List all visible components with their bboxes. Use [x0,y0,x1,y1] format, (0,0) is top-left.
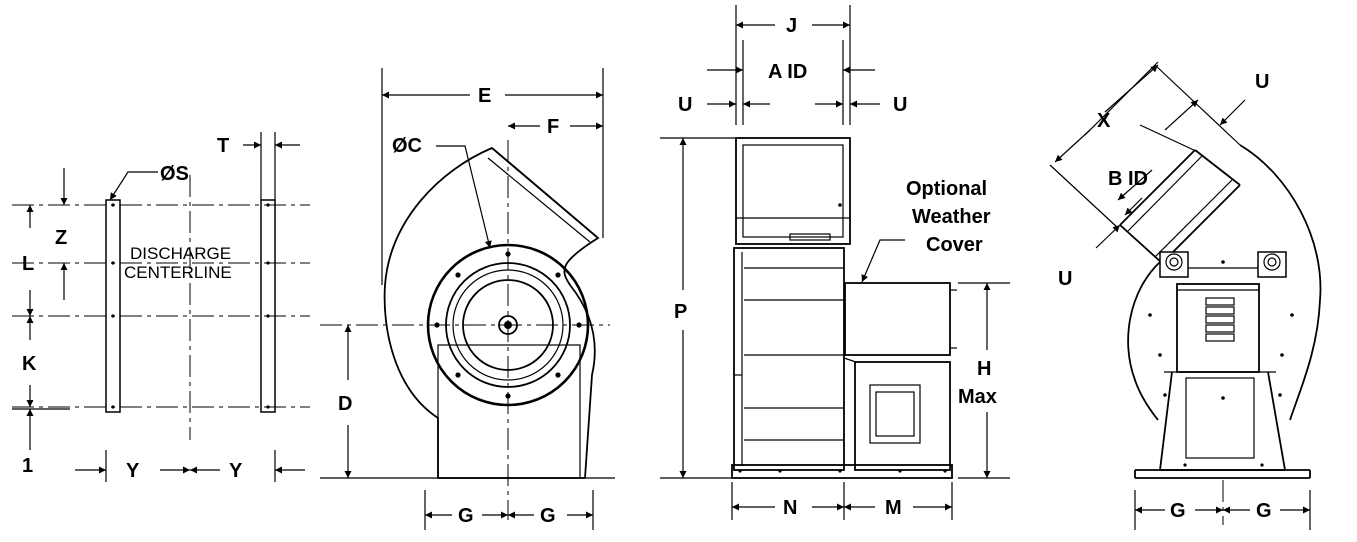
centerline-text-2: CENTERLINE [124,263,232,282]
side-view: E F ØC D G G [320,68,615,530]
lifting-lug-right [1257,251,1287,278]
j-label: J [786,15,797,37]
one-label: 1 [22,455,33,477]
u-right-label: U [893,94,907,116]
h-label: H [977,358,991,380]
e-label: E [478,85,491,107]
flange-detail: ØS T Z L K 1 Y Y DISCHARGE CENTERLINE [12,132,310,482]
m-label: M [885,497,902,519]
u-top-label: U [1255,71,1269,93]
weather-cover-label-3: Cover [926,234,983,256]
n-label: N [783,497,797,519]
rear-outlet-duct [1119,149,1241,264]
u-left-label: U [678,94,692,116]
front-view: J A ID U U P H Max Optional Weather Cove… [660,5,1010,520]
scroll-housing [383,146,600,479]
u-bottom-label: U [1058,268,1072,290]
front-base [731,464,953,479]
f-label: F [547,116,559,138]
weather-cover-label-2: Weather [912,206,991,228]
diameter-c-label: ØC [392,135,422,157]
d-label: D [338,393,352,415]
g-left-label: G [1170,500,1186,522]
fan-housing-body [733,247,845,471]
g-right-label: G [1256,500,1272,522]
weather-cover-label-1: Optional [906,178,987,200]
pedestal [437,344,581,479]
flange-bar-right [260,199,276,413]
lifting-lug-left [1159,251,1189,278]
p-label: P [674,301,687,323]
diameter-s-label: ØS [160,163,189,185]
l-label: L [22,253,34,275]
rear-access-panel [1185,377,1255,459]
a-id-label: A ID [768,61,807,83]
g-right-label: G [540,505,556,527]
access-panel [869,384,921,444]
y-right-label: Y [229,460,243,482]
b-id-label: B ID [1108,168,1148,190]
x-label: X [1097,110,1111,132]
t-label: T [217,135,229,157]
outlet-duct [735,137,851,245]
y-left-label: Y [126,460,140,482]
max-label: Max [958,386,997,408]
flange-bar-left [105,199,121,413]
z-label: Z [55,227,67,249]
g-left-label: G [458,505,474,527]
rear-motor [1176,283,1260,373]
rear-view: X B ID U U G G [1049,61,1322,530]
motor-vent-louvers [1205,297,1235,342]
motor-pedestal [854,361,951,471]
weather-cover [844,282,951,356]
k-label: K [22,353,37,375]
centerline-text-1: DISCHARGE [130,244,231,263]
rear-scroll-housing [1239,144,1322,421]
